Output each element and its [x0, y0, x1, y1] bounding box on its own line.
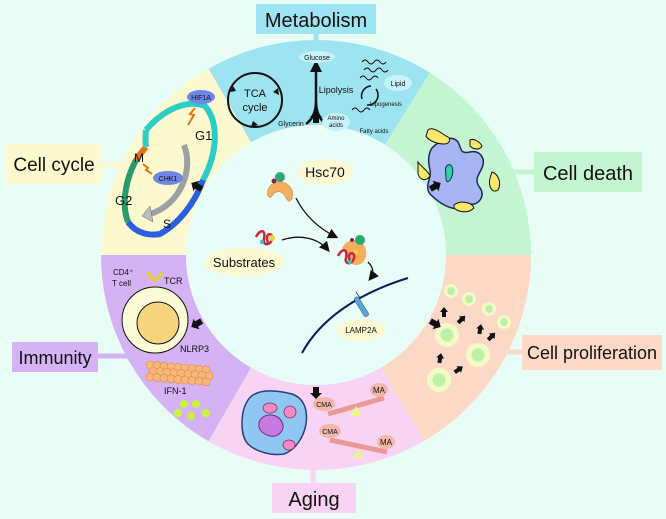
- hif1a-label: HIF1A: [191, 95, 211, 102]
- g2-label: G2: [115, 193, 132, 208]
- cell-nucleus: [500, 318, 508, 326]
- metabolism-title-box: Metabolism: [256, 4, 376, 42]
- ring: [101, 40, 531, 470]
- proliferation-arrow-icon: [476, 324, 485, 335]
- lipogenesis-label: Lipogenesis: [370, 102, 402, 108]
- complex-to-lysosome-arrow: [367, 261, 379, 282]
- metabolism-content: TCA cycle Glucose Glycerin Amino acids L…: [227, 51, 412, 135]
- cell-cycle-title: Cell cycle: [13, 155, 94, 176]
- proliferation-arrow-icon: [456, 315, 466, 325]
- glucose-label: Glucose: [304, 55, 330, 62]
- immunity-title: Immunity: [18, 348, 91, 368]
- metabolism-title: Metabolism: [265, 10, 367, 32]
- fatty-acids-label: Fatty acids: [359, 129, 388, 135]
- g1-label: G1: [195, 128, 212, 143]
- outward-arrow-icon: [191, 318, 204, 330]
- aging-title: Aging: [288, 489, 339, 511]
- cell-proliferation-title: Cell proliferation: [527, 343, 657, 363]
- cycle-phase-g1: [143, 100, 218, 182]
- aging-content: CMA MA CMA MA: [241, 383, 395, 458]
- cell-death-title-box: Cell death: [508, 152, 642, 192]
- proliferating-cells: [427, 284, 511, 392]
- substrate-to-complex-arrow: [281, 236, 330, 252]
- center-content: Hsc70 Substrates LAMP2A: [204, 159, 409, 354]
- glycerin-label: Glycerin: [278, 121, 304, 128]
- substrates-label: Substrates: [213, 255, 276, 270]
- ring-segment-metabolism: [208, 40, 430, 145]
- lamp2a-receptor-icon: [353, 291, 369, 317]
- hsc70-chaperone-icon: [267, 181, 293, 202]
- t-cell-label: T cell: [112, 279, 131, 288]
- tca-cycle-icon: [227, 72, 283, 128]
- cd4-label: CD4⁺: [113, 268, 133, 277]
- s-label: S: [163, 217, 171, 231]
- lipolysis-label: Lipolysis: [319, 85, 354, 95]
- cell-death-title: Cell death: [543, 163, 633, 185]
- ring-segment-cell-proliferation: [381, 255, 531, 442]
- chk1-inhibit-icon: [142, 163, 153, 175]
- cell-nucleus: [485, 305, 493, 313]
- ma-label-2: MA: [380, 438, 393, 447]
- hsc70-to-complex-arrow: [295, 197, 339, 239]
- immunity-title-box: Immunity: [12, 342, 130, 372]
- outward-arrow-icon: [310, 387, 322, 399]
- cell-cycle-content: HIF1A G1 M CHK1 G2 S: [115, 90, 218, 238]
- amino-acids-label-line1: Amino: [327, 116, 345, 122]
- lysosome-membrane: [301, 277, 409, 354]
- proliferation-arrow-icon: [436, 353, 445, 364]
- nlrp3-inflammasome-icon: [145, 360, 214, 387]
- outward-arrow-icon: [428, 180, 441, 192]
- tca-label-line1: TCA: [244, 88, 267, 100]
- cell-nucleus: [440, 328, 454, 342]
- proliferation-arrow-icon: [440, 307, 448, 317]
- lamp2a-label: LAMP2A: [345, 326, 377, 335]
- aging-title-box: Aging: [272, 465, 356, 513]
- outward-arrow-icon: [191, 180, 204, 192]
- cycle-progress-arrow: [148, 143, 191, 217]
- nlrp3-label: NLRP3: [180, 344, 209, 354]
- hif1a-inhibit-icon: [187, 107, 196, 126]
- cell-nucleus: [447, 287, 455, 295]
- cma-label-1: CMA: [316, 402, 332, 409]
- cma-ma-seesaw-2: [329, 437, 388, 455]
- sub-icon: [254, 230, 274, 246]
- tca-label-line2: cycle: [242, 102, 267, 114]
- outward-arrow-icon: [310, 111, 322, 123]
- tcr-label: TCR: [164, 276, 183, 286]
- chaperone-substrate-complex-icon: [336, 235, 367, 266]
- cma-label-2: CMA: [322, 429, 338, 436]
- cell-cycle-title-box: Cell cycle: [6, 144, 130, 184]
- dying-cell-icon: [417, 128, 501, 213]
- cell-nucleus: [471, 348, 485, 362]
- amino-acids-label-line2: acids: [329, 123, 343, 129]
- outward-arrow-icon: [428, 318, 441, 330]
- cell-nucleus: [432, 373, 446, 387]
- ifn1-particles-icon: [174, 400, 210, 420]
- inner-circle: [186, 125, 446, 385]
- proliferation-arrow-icon: [486, 332, 496, 342]
- m-label: M: [134, 151, 144, 165]
- nlrp3-bead: [201, 377, 211, 387]
- ifn1-label: IFN-1: [164, 386, 187, 396]
- hsc70-label: Hsc70: [305, 164, 345, 180]
- lipid-label: Lipid: [391, 81, 406, 88]
- cycle-phase-g2: [121, 158, 139, 224]
- cell-proliferation-title-box: Cell proliferation: [502, 335, 662, 370]
- ma-label-1: MA: [373, 386, 386, 395]
- immunity-content: CD4⁺ T cell TCR NLRP3 IFN-1: [112, 268, 214, 420]
- chk1-label: CHK1: [159, 176, 178, 183]
- cycle-phase-g1b: [142, 129, 149, 148]
- proliferation-arrow-icon: [453, 366, 463, 374]
- cell-nucleus: [465, 295, 473, 303]
- lipid-cycle-arrows: [360, 85, 379, 106]
- cycle-phase-m: [133, 144, 149, 162]
- outward-arrows: [191, 111, 441, 399]
- cycle-phase-s: [125, 179, 206, 238]
- lipid-chains-icon: [351, 59, 389, 113]
